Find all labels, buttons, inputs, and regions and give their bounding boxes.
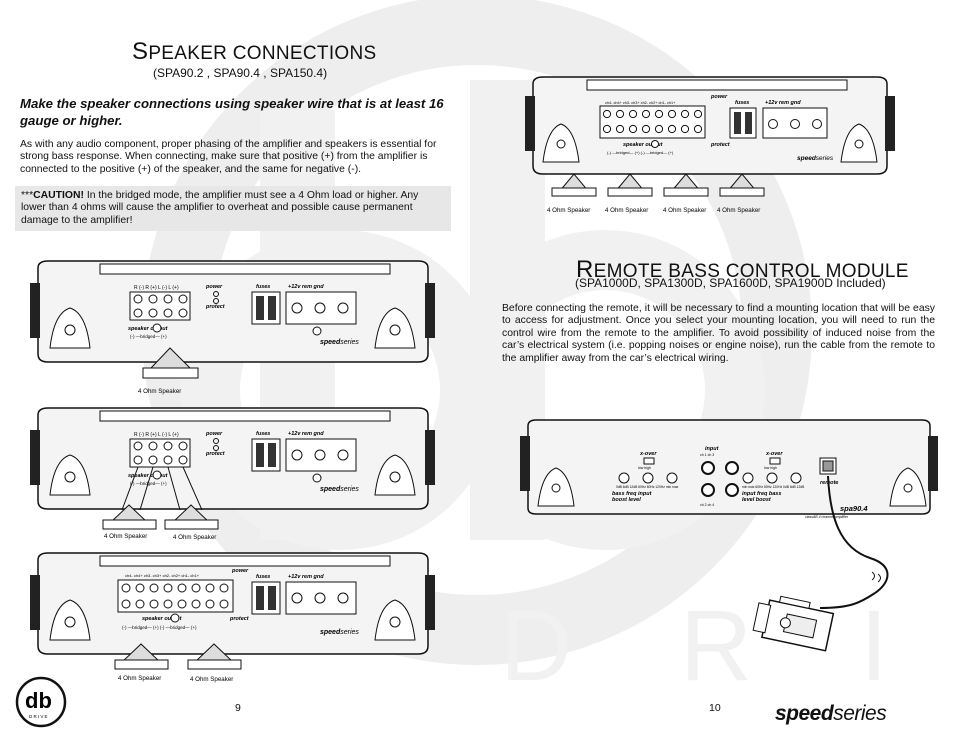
- svg-text:low high: low high: [638, 466, 651, 470]
- svg-text:+12v rem gnd: +12v rem gnd: [765, 100, 801, 106]
- svg-text:fuses: fuses: [735, 100, 749, 106]
- remote-models-subtitle: (SPA1000D, SPA1300D, SPA1600D, SPA1900D …: [575, 276, 886, 290]
- svg-text:speedseries: speedseries: [320, 629, 359, 636]
- svg-text:fuses: fuses: [256, 574, 270, 580]
- svg-text:4 Ohm Speaker: 4 Ohm Speaker: [173, 534, 216, 541]
- svg-text:4 Ohm Speaker: 4 Ohm Speaker: [717, 207, 760, 214]
- amp-diagram-4ch-bridged: ch4- ch4+ ch3- ch3+ ch2- ch2+ ch1- ch1+ …: [30, 552, 435, 683]
- svg-text:fuses: fuses: [256, 431, 270, 437]
- svg-text:(-) —bridged— (+) (-) —bridg: (-) —bridged— (+) (-) —bridged— (+): [122, 625, 197, 630]
- remote-module-diagram: input ch 1 ch 3 x-over low high x-over l…: [520, 419, 938, 652]
- svg-text:4 Ohm Speaker: 4 Ohm Speaker: [605, 207, 648, 214]
- svg-text:4 Ohm Speaker: 4 Ohm Speaker: [118, 675, 161, 682]
- svg-text:level boost: level boost: [742, 497, 772, 503]
- svg-text:speedseries: speedseries: [320, 339, 359, 346]
- svg-text:R (-) R (+) L (-) L (+): R (-) R (+) L (-) L (+): [134, 285, 179, 291]
- wire-gauge-instruction: Make the speaker connections using speak…: [20, 96, 444, 128]
- svg-text:x-over: x-over: [765, 451, 783, 457]
- svg-text:x-over: x-over: [639, 451, 657, 457]
- caution-label: CAUTION!: [33, 190, 84, 201]
- svg-text:db: db: [25, 688, 52, 713]
- speedseries-brand: speedseries: [775, 702, 887, 725]
- svg-text:power: power: [710, 94, 728, 100]
- page-number-9: 9: [235, 702, 241, 714]
- svg-text:boost lev: boost level: [612, 497, 641, 503]
- svg-text:speaker output: speaker output: [128, 473, 169, 479]
- svg-text:+12v rem gnd: +12v rem gnd: [288, 284, 324, 290]
- svg-text:4 Ohm Speaker: 4 Ohm Speaker: [547, 207, 590, 214]
- svg-text:low high: low high: [764, 466, 777, 470]
- svg-text:+12v rem gnd: +12v rem gnd: [288, 431, 324, 437]
- svg-text:power: power: [205, 284, 223, 290]
- remote-mounting-paragraph: Before connecting the remote, it will be…: [502, 303, 935, 364]
- svg-text:power: power: [231, 568, 249, 574]
- svg-text:ch 2 ch 4: ch 2 ch 4: [700, 503, 714, 507]
- speaker-connections-title: SPEAKER CONNECTIONS: [132, 38, 377, 65]
- svg-text:(-) —bridged— (+): (-) —bridged— (+): [130, 334, 167, 339]
- svg-text:protect: protect: [229, 616, 250, 622]
- speaker-label: 4 Ohm Speaker: [138, 388, 181, 395]
- svg-text:bass freq input: bass freq input: [612, 491, 653, 497]
- svg-text:4 Ohm Speaker: 4 Ohm Speaker: [104, 533, 147, 540]
- svg-text:spa90.4: spa90.4: [840, 504, 868, 513]
- svg-text:input freq bass: input freq bass: [742, 491, 781, 497]
- svg-text:speaker output: speaker output: [142, 616, 183, 622]
- svg-text:speaker output: speaker output: [128, 326, 169, 332]
- svg-text:classAB 4 channel amplifier: classAB 4 channel amplifier: [805, 515, 849, 519]
- svg-text:speedseries: speedseries: [320, 486, 359, 493]
- svg-text:0dB 6dB 12dB 60Hz 80Hz 12: 0dB 6dB 12dB 60Hz 80Hz 120Hz min max: [616, 485, 679, 489]
- remote-bass-title: REMOTE BASS CONTROL MODULE: [576, 256, 909, 283]
- caution-box: ***CAUTION! In the bridged mode, the amp…: [15, 186, 451, 232]
- svg-text:ch4- ch4+ ch3- ch3+ ch2-: ch4- ch4+ ch3- ch3+ ch2- ch2+ ch1- ch1+: [125, 573, 200, 578]
- svg-text:ch4- ch4+ ch3- ch3+ ch2-: ch4- ch4+ ch3- ch3+ ch2- ch2+ ch1- ch1+: [605, 101, 676, 105]
- amp-diagram-4ch-stereo: ch4- ch4+ ch3- ch3+ ch2- ch2+ ch1- ch1+ …: [525, 76, 895, 214]
- svg-text:protect: protect: [205, 304, 226, 310]
- svg-text:speedseries: speedseries: [797, 155, 834, 162]
- svg-text:R (-) R (+) L (-) L (+): R (-) R (+) L (-) L (+): [134, 432, 179, 438]
- svg-text:protect: protect: [205, 451, 226, 457]
- svg-text:protect: protect: [710, 142, 731, 148]
- svg-text:(-) —bridged— (+) (-) —bridg: (-) —bridged— (+) (-) —bridged— (+): [607, 150, 674, 155]
- svg-text:(-) —bridged— (+): (-) —bridged— (+): [130, 481, 167, 486]
- svg-text:DRIVE: DRIVE: [29, 714, 49, 719]
- svg-text:4 Ohm Speaker: 4 Ohm Speaker: [663, 207, 706, 214]
- svg-text:ch 1 ch 3: ch 1 ch 3: [700, 453, 714, 457]
- page-number-10: 10: [709, 702, 721, 714]
- phasing-paragraph: As with any audio component, proper phas…: [20, 139, 437, 175]
- svg-text:+12v rem gnd: +12v rem gnd: [288, 574, 324, 580]
- svg-text:4 Ohm Speaker: 4 Ohm Speaker: [190, 676, 233, 683]
- svg-text:fuses: fuses: [256, 284, 270, 290]
- amp-diagram-2ch-stereo: R (-) R (+) L (-) L (+) power protect fu…: [30, 407, 435, 541]
- svg-text:speaker output: speaker output: [623, 142, 664, 148]
- svg-text:input: input: [705, 446, 720, 452]
- amp-diagram-2ch-bridged: R (-) R (+) L (-) L (+) power protect fu…: [30, 260, 435, 395]
- db-drive-logo: db DRIVE: [15, 676, 67, 728]
- svg-text:min max 60Hz 80Hz 120Hz 0: min max 60Hz 80Hz 120Hz 0dB 6dB 12dB: [742, 485, 805, 489]
- svg-text:power: power: [205, 431, 223, 437]
- speaker-models-subtitle: (SPA90.2 , SPA90.4 , SPA150.4): [153, 66, 328, 80]
